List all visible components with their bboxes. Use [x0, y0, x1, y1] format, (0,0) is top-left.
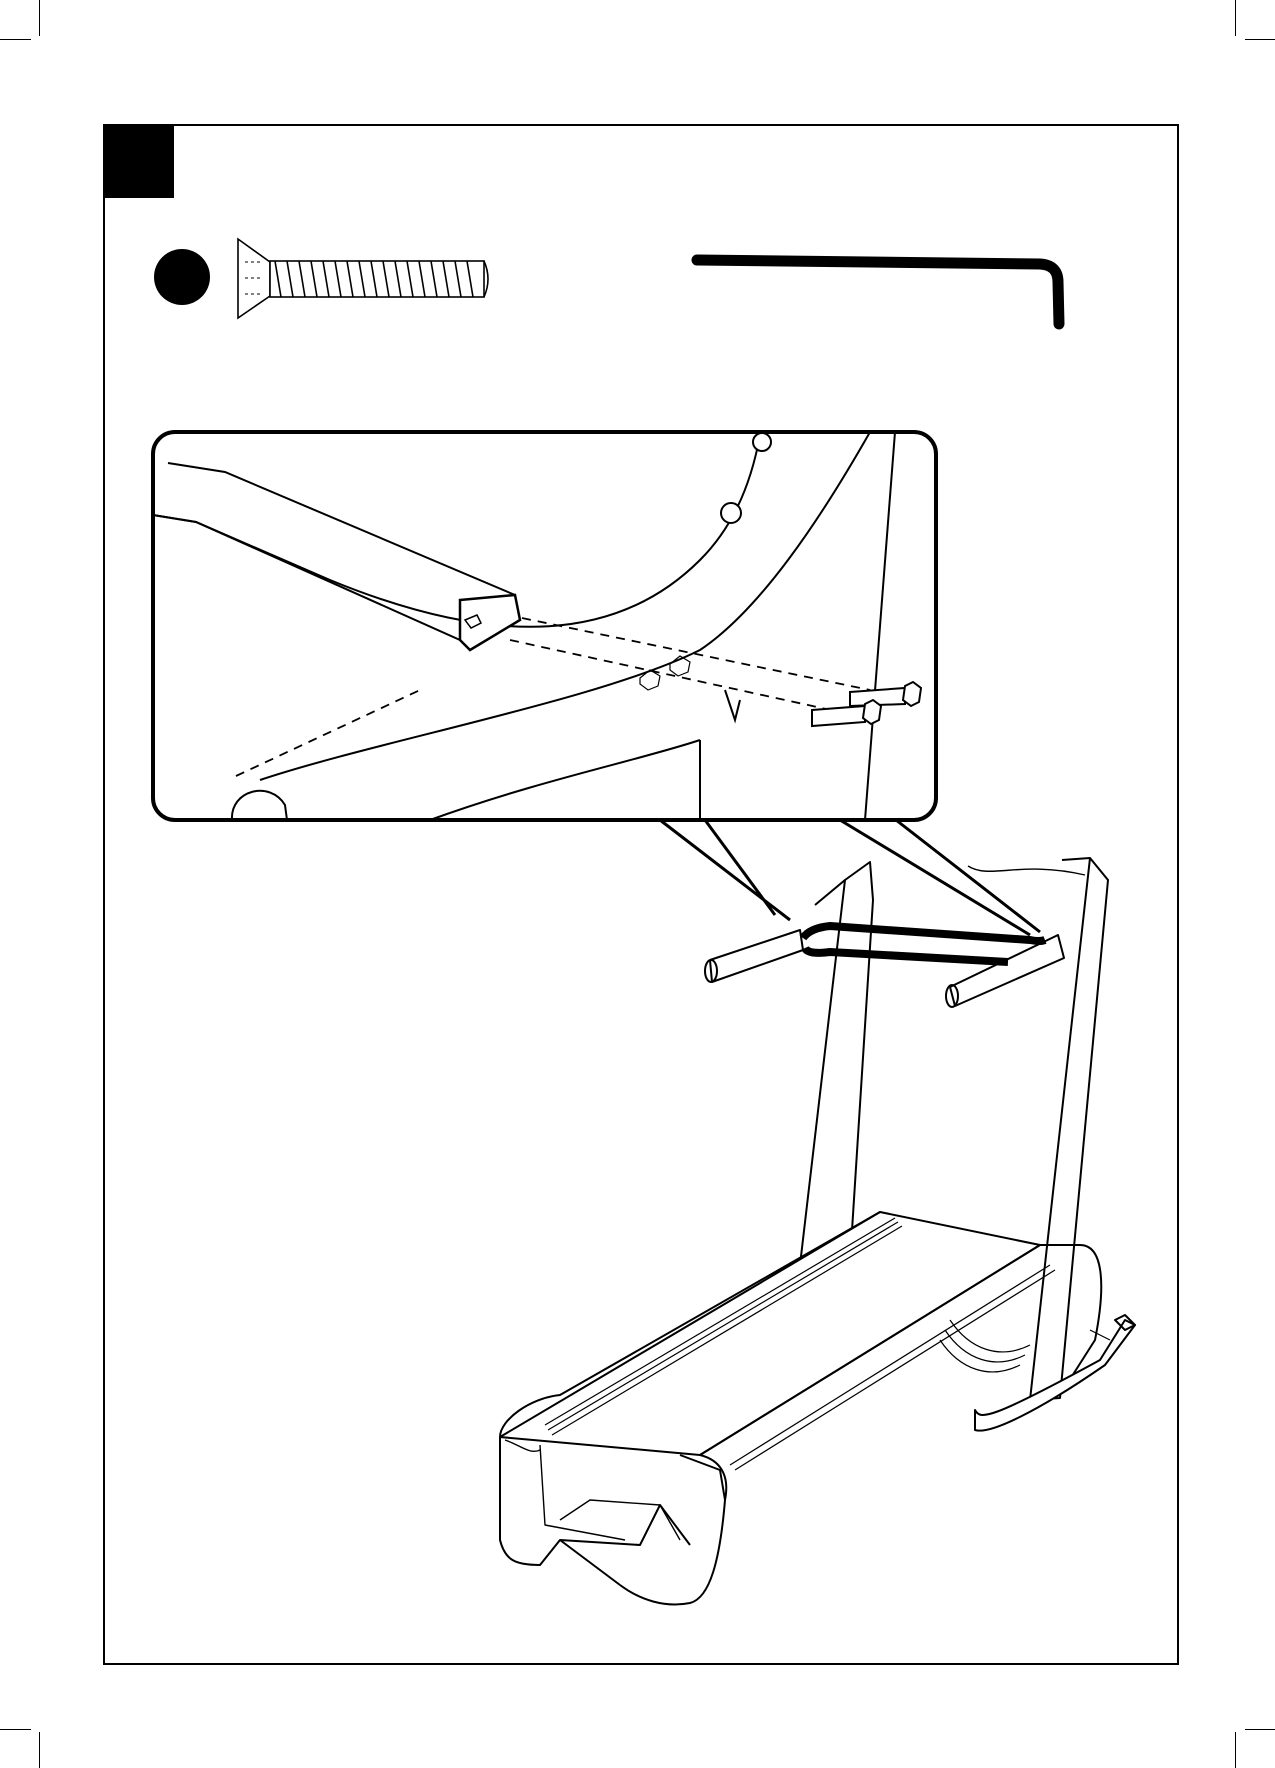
- hardware-marker-icon: [154, 249, 210, 305]
- bolt-icon: [238, 239, 488, 318]
- treadmill-illustration: [500, 858, 1135, 1604]
- allen-key-icon: [697, 260, 1059, 324]
- detail-callout: [153, 432, 936, 820]
